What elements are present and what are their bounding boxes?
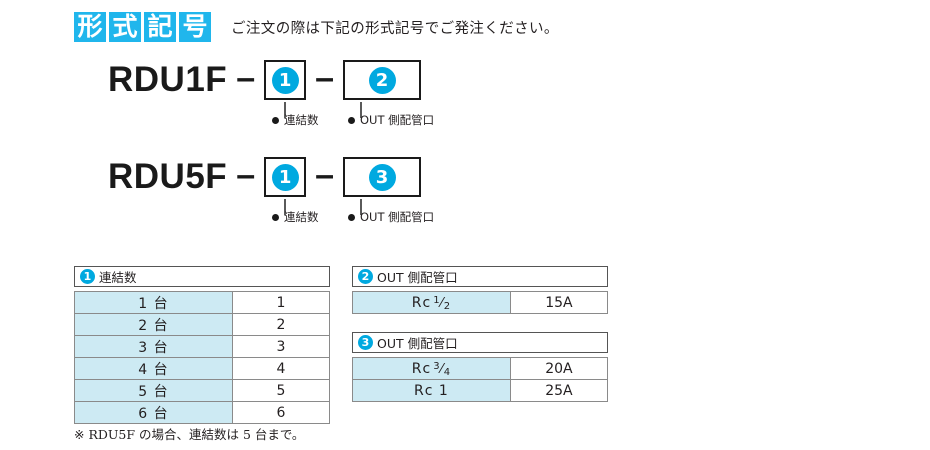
table-row: 4 台 4 [74,357,331,380]
title-tile-4: 号 [179,12,211,42]
cell-label: Rc 1 [352,379,511,402]
cell-label: 3 台 [74,335,233,358]
model-base-code: RDU1F [108,60,228,99]
model-code-diagram-rdu1f: RDU1F – 1 – 2 連結数 OUT 側配管口 [108,58,434,128]
callout-2: OUT 側配管口 [348,209,434,225]
fraction-numerator: 3 [433,360,441,372]
callout-dot-icon [348,116,355,124]
callout-label: OUT 側配管口 [360,113,435,127]
leader-line-2 [360,102,362,118]
fraction: 3⁄4 [433,360,452,378]
callout-dot-icon [272,213,279,221]
title-tile-3: 記 [144,12,176,42]
table-caption: 1 連結数 [74,266,330,287]
badge-1-icon: 1 [271,163,299,191]
table-row: 6 台 6 [74,401,331,424]
cell-value: 20A [509,357,609,380]
cell-value: 1 [231,291,331,314]
leader-line-1 [284,102,286,118]
badge-2-icon: 2 [368,66,396,94]
fraction: 1⁄2 [433,294,452,312]
page-title: 形 式 記 号 [74,12,211,42]
model-dash-1: – [236,155,256,194]
thread-size-text: Rc [411,294,432,311]
model-slot-1: 1 [264,60,307,100]
cell-label: 4 台 [74,357,233,380]
table-row: 5 台 5 [74,379,331,402]
callout-dot-icon [272,116,279,124]
table-row: Rc 1 25A [352,379,609,402]
badge-2-icon: 2 [358,269,373,284]
model-dash-2: – [315,155,335,194]
renketsu-spec-table: 1 台 1 2 台 2 3 台 3 4 台 4 5 台 5 6 台 6 [74,291,331,424]
table-row: 1 台 1 [74,291,331,314]
callout-label: 連結数 [284,210,319,224]
model-dash-1: – [236,58,256,97]
table-caption-label: 連結数 [99,270,137,285]
model-code-diagram-rdu5f: RDU5F – 1 – 3 連結数 OUT 側配管口 [108,155,434,225]
callout-dot-icon [348,213,355,221]
cell-label: 2 台 [74,313,233,336]
cell-label: 6 台 [74,401,233,424]
badge-1-icon: 1 [271,66,299,94]
cell-value: 4 [231,357,331,380]
fraction-denominator: 4 [443,366,452,378]
cell-value: 3 [231,335,331,358]
title-tile-1: 形 [74,12,106,42]
model-slot-1: 1 [264,157,307,197]
cell-label: 1 台 [74,291,233,314]
callout-label: OUT 側配管口 [360,210,435,224]
page-header: 形 式 記 号 ご注文の際は下記の形式記号でご発注ください。 [74,12,559,42]
fraction-denominator: 2 [443,300,452,312]
model-code-line: RDU1F – 1 – 2 [108,58,422,102]
footnote: ※ RDU5F の場合、連結数は 5 台まで。 [74,427,305,442]
fraction-numerator: 1 [433,294,441,306]
table-caption-label: OUT 側配管口 [377,336,458,351]
table-caption: 3 OUT 側配管口 [352,332,608,353]
callout-1: 連結数 [272,112,319,128]
cell-value: 2 [231,313,331,336]
model-slot-2: 2 [343,60,422,100]
model-base-code: RDU5F [108,157,228,196]
cell-value: 25A [509,379,609,402]
table-caption-label: OUT 側配管口 [377,270,458,285]
cell-value: 15A [509,291,609,314]
callout-label: 連結数 [284,113,319,127]
badge-3-icon: 3 [368,163,396,191]
fraction-slash: ⁄ [440,295,444,311]
thread-size-text: Rc [411,360,432,377]
header-note: ご注文の際は下記の形式記号でご発注ください。 [231,20,559,37]
model-code-line: RDU5F – 1 – 3 [108,155,422,199]
cell-label: 5 台 [74,379,233,402]
model-slot-2: 3 [343,157,422,197]
callout-1: 連結数 [272,209,319,225]
badge-3-icon: 3 [358,335,373,350]
cell-value: 6 [231,401,331,424]
leader-line-1 [284,199,286,215]
cell-value: 5 [231,379,331,402]
table-row: 3 台 3 [74,335,331,358]
fraction-slash: ⁄ [440,361,444,377]
table-renketsu: 1 連結数 1 台 1 2 台 2 3 台 3 4 台 4 5 台 5 [74,266,331,424]
title-tile-2: 式 [109,12,141,42]
model-dash-2: – [315,58,335,97]
table-caption: 2 OUT 側配管口 [352,266,608,287]
badge-1-icon: 1 [80,269,95,284]
callout-2: OUT 側配管口 [348,112,434,128]
table-row: 2 台 2 [74,313,331,336]
leader-line-2 [360,199,362,215]
